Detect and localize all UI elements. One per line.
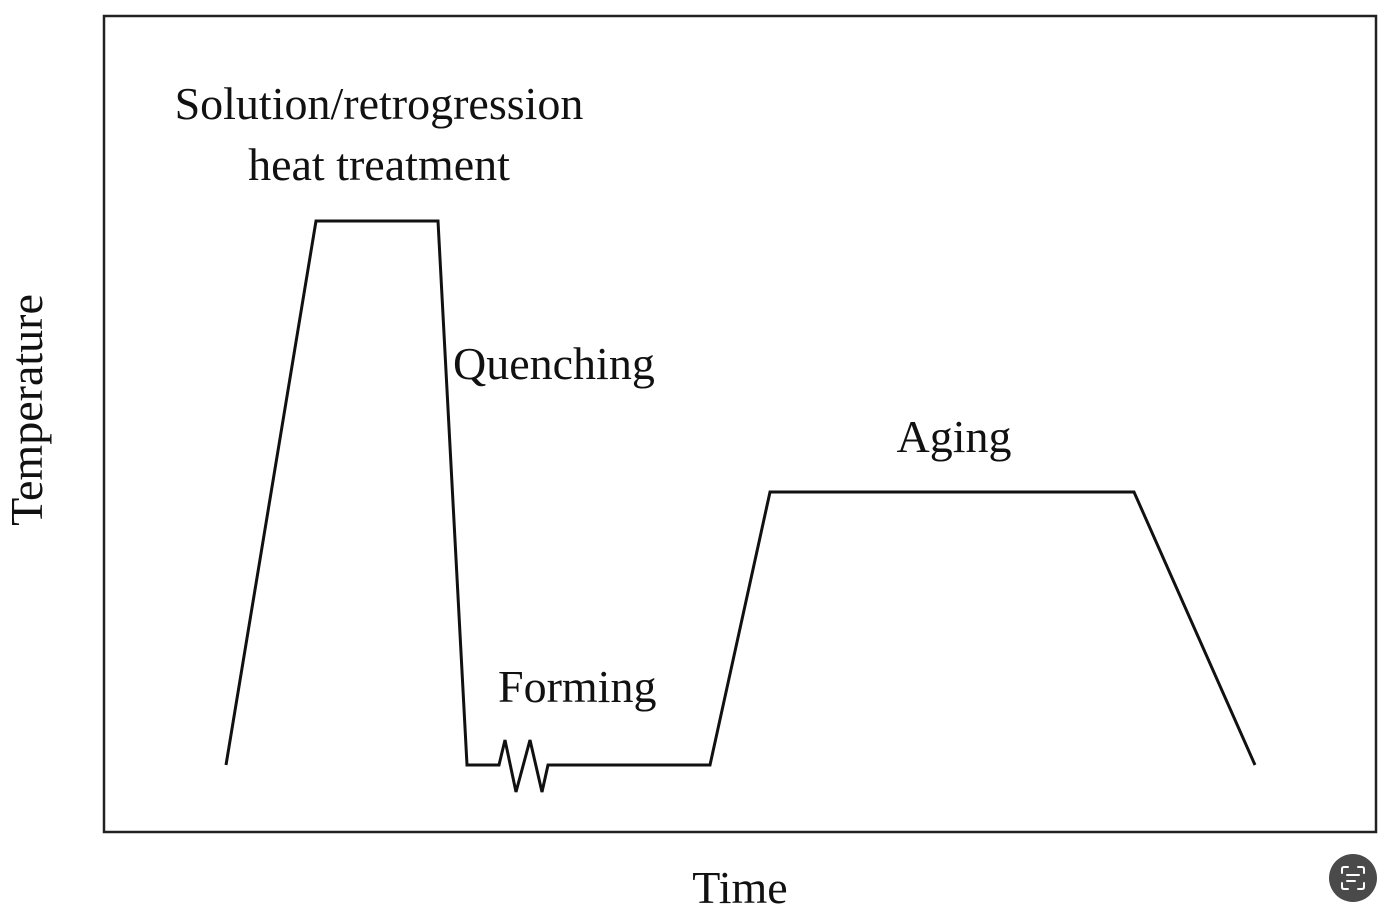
scan-text-button[interactable] (1329, 854, 1377, 902)
solution-label-line1: Solution/retrogression (175, 78, 584, 129)
plot-frame (102, 14, 1378, 834)
forming-label: Forming (498, 661, 656, 712)
solution-label-line2: heat treatment (248, 139, 510, 190)
scan-text-icon (1341, 866, 1365, 890)
temperature-profile-line (224, 219, 1257, 793)
x-axis-label: Time (692, 862, 787, 912)
aging-label: Aging (897, 411, 1012, 462)
quenching-label: Quenching (453, 338, 655, 389)
y-axis-label: Temperature (1, 294, 52, 526)
